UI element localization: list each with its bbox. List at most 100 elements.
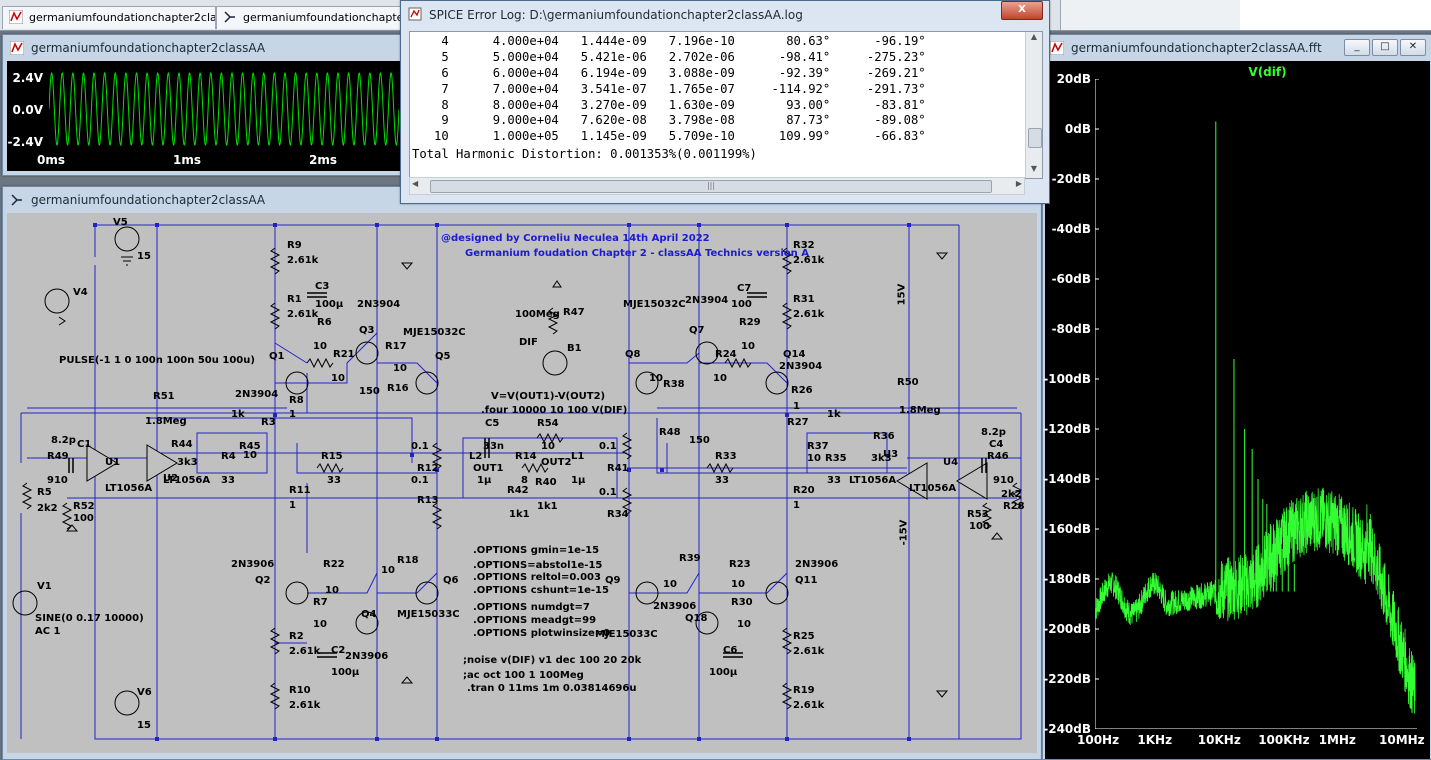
schematic-canvas[interactable]: @designed by Corneliu Neculea 14th April… — [7, 213, 1037, 753]
window-title: germaniumfoundationchapter2classAA.fft — [1071, 41, 1322, 55]
y-tick-label: -220dB — [1043, 672, 1091, 686]
part-label: 8.2p — [51, 435, 76, 446]
part-label: 10 — [325, 585, 339, 596]
part-label: LT1056A — [163, 475, 211, 486]
part-label: R26 — [791, 385, 813, 396]
part-label: R50 — [897, 377, 919, 388]
part-label: -15V — [898, 519, 910, 546]
scroll-up-arrow[interactable]: ▲ — [1030, 32, 1038, 41]
part-label: 10 — [313, 619, 327, 630]
four-directive: .four 10000 10 100 V(DIF) — [481, 405, 628, 416]
part-label: Q4 — [361, 609, 377, 620]
part-label: 10 — [381, 565, 395, 576]
y-tick-label: 2.4V — [12, 71, 43, 85]
part-label: LT1056A — [909, 483, 957, 494]
fft-titlebar[interactable]: germaniumfoundationchapter2classAA.fft _… — [1043, 35, 1431, 61]
part-label: R45 — [239, 441, 261, 452]
part-label: R16 — [387, 383, 409, 394]
part-label: R52 — [73, 501, 95, 512]
part-label: 3k3 — [871, 453, 892, 464]
part-label: 2N3906 — [653, 601, 697, 612]
part-label: 1k1 — [509, 509, 530, 520]
part-label: R48 — [659, 427, 681, 438]
horizontal-scrollbar[interactable]: ◀ ||| ▶ — [409, 177, 1025, 195]
part-label: R38 — [663, 379, 685, 390]
transient-titlebar[interactable]: germaniumfoundationchapter2classAA — [3, 35, 403, 61]
part-label: MJE15032C — [623, 299, 686, 310]
y-tick-label: -120dB — [1043, 422, 1091, 436]
transient-plot-window[interactable]: germaniumfoundationchapter2classAA 2.4V … — [2, 34, 404, 176]
scroll-left-arrow[interactable]: ◀ — [412, 179, 419, 188]
log-titlebar[interactable]: SPICE Error Log: D:\germaniumfoundationc… — [401, 1, 1049, 29]
part-label: 1 — [289, 500, 296, 511]
close-button[interactable]: X — [1001, 1, 1043, 20]
part-label: R35 — [825, 453, 847, 464]
part-label: 0.1 — [411, 475, 429, 486]
fft-spectrum — [1095, 79, 1417, 729]
part-label: 10 — [663, 579, 677, 590]
y-tick-label: -2.4V — [7, 135, 43, 149]
part-label: R33 — [715, 451, 737, 462]
window-title: SPICE Error Log: D:\germaniumfoundationc… — [429, 8, 803, 22]
part-label: 1µ — [477, 475, 492, 486]
part-label: MJE15033C — [595, 629, 658, 640]
part-label: 910 — [993, 475, 1014, 486]
scroll-right-arrow[interactable]: ▶ — [1015, 179, 1022, 188]
spice-option: .OPTIONS gmin=1e-15 — [473, 545, 600, 556]
part-label: C6 — [723, 645, 738, 656]
part-label: V5 — [113, 217, 128, 228]
part-label: R41 — [607, 463, 629, 474]
schematic-window[interactable]: germaniumfoundationchapter2classAA — [2, 186, 1042, 760]
log-text-area[interactable]: 4 4.000e+04 1.444e-09 7.196e-10 80.63° -… — [409, 31, 1043, 179]
part-label: 10 — [313, 341, 327, 352]
tab-fft[interactable]: germaniumfoundationchapter2classAA — [2, 6, 216, 29]
sine-spec: SINE(0 0.17 10000) — [35, 613, 144, 624]
scroll-thumb[interactable] — [1028, 128, 1042, 148]
part-label: C5 — [485, 418, 500, 429]
part-label: 2.61k — [287, 309, 319, 320]
part-label: R4 — [221, 451, 236, 462]
designer-note: @designed by Corneliu Neculea 14th April… — [441, 233, 710, 244]
transient-plot-area[interactable]: 2.4V 0.0V -2.4V 0ms 1ms 2ms — [7, 61, 401, 171]
close-button[interactable]: ✕ — [1400, 39, 1426, 56]
part-label: 2N3906 — [231, 559, 275, 570]
part-label: 100 — [969, 521, 990, 532]
part-label: 33 — [327, 475, 341, 486]
part-label: 8.2p — [981, 427, 1006, 438]
part-label: R30 — [731, 597, 753, 608]
part-label: R7 — [313, 597, 328, 608]
part-label: R28 — [1003, 501, 1025, 512]
part-label: 0.1 — [411, 441, 429, 452]
waveform-icon — [9, 10, 23, 24]
tab-bar-blank — [1240, 0, 1431, 30]
y-tick-label: 20dB — [1056, 72, 1091, 86]
part-label: LT1056A — [105, 483, 153, 494]
schematic-titlebar[interactable]: germaniumfoundationchapter2classAA — [3, 187, 1041, 213]
log-row: 5 5.000e+04 5.421e-06 2.702e-06 -98.41° … — [412, 49, 926, 64]
part-label: 2N3904 — [685, 295, 729, 306]
log-row: 6 6.000e+04 6.194e-09 3.088e-09 -92.39° … — [412, 65, 926, 80]
part-label: 1k — [231, 409, 245, 420]
part-label: R11 — [289, 485, 311, 496]
schematic-icon — [11, 194, 22, 206]
log-rows: 4 4.000e+04 1.444e-09 7.196e-10 80.63° -… — [410, 32, 1042, 145]
part-label: 15V — [896, 283, 908, 306]
part-label: C4 — [989, 439, 1004, 450]
part-label: 100Meg — [515, 309, 560, 320]
part-label: R9 — [287, 240, 302, 251]
fft-window[interactable]: germaniumfoundationchapter2classAA.fft _… — [1042, 34, 1431, 760]
part-label: R17 — [385, 341, 407, 352]
x-tick-label: 1MHz — [1318, 733, 1356, 747]
spice-error-log-window[interactable]: SPICE Error Log: D:\germaniumfoundationc… — [400, 0, 1050, 204]
vertical-scrollbar[interactable]: ▲ ▼ — [1025, 32, 1042, 178]
minimize-button[interactable]: _ — [1344, 39, 1370, 56]
part-label: 2.61k — [793, 646, 825, 657]
part-label: 150 — [359, 386, 380, 397]
maximize-button[interactable]: □ — [1372, 39, 1398, 56]
circuit-wiring — [12, 223, 1023, 741]
part-label: Q8 — [625, 349, 641, 360]
tab-schematic[interactable]: germaniumfoundationchapter2classAA — [216, 6, 430, 29]
scroll-down-arrow[interactable]: ▼ — [1030, 164, 1038, 173]
scroll-thumb[interactable]: ||| — [430, 180, 992, 193]
